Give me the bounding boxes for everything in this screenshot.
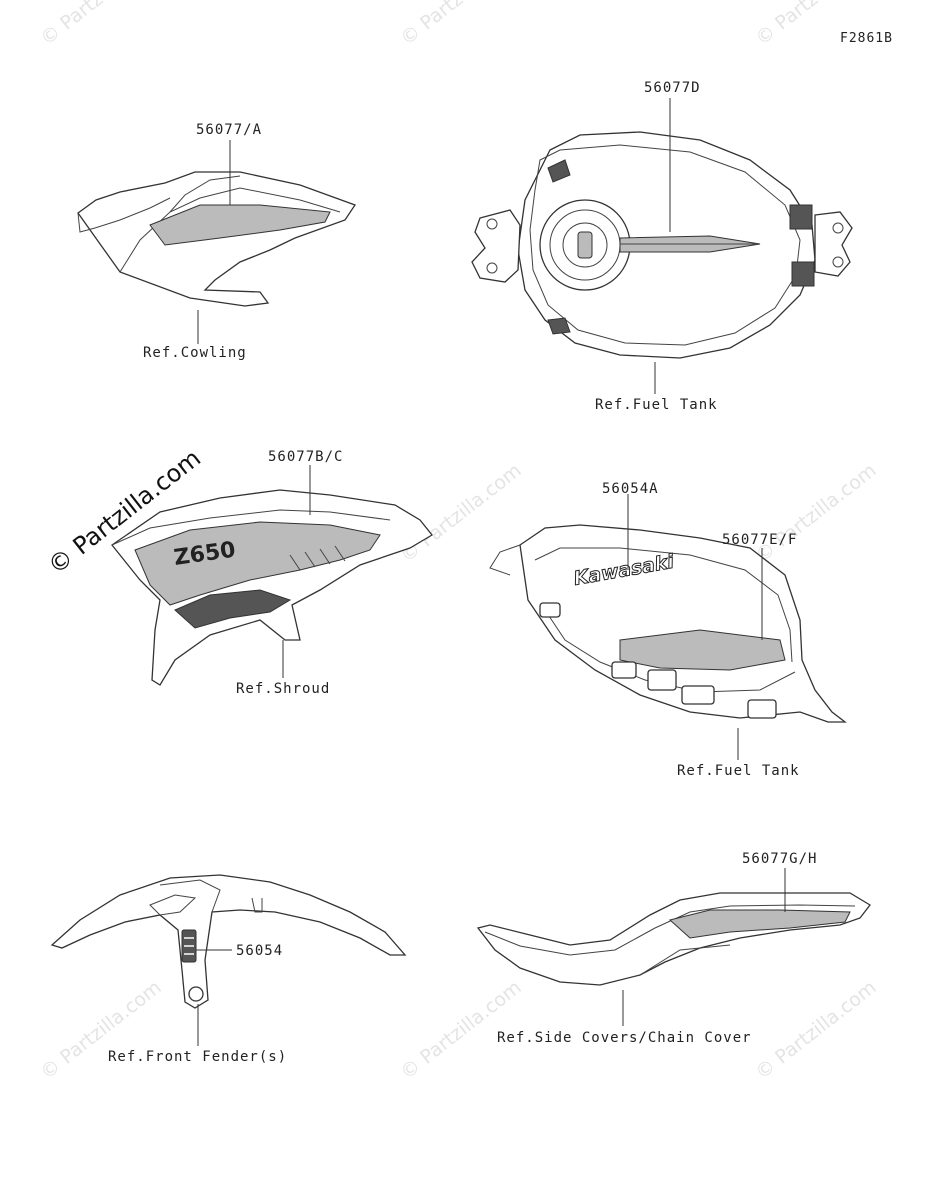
cowling-part-number[interactable]: 56077/A <box>196 122 263 138</box>
shroud-part-drawing[interactable]: Z650 <box>111 465 433 686</box>
side-cover-drawing[interactable] <box>476 868 871 1026</box>
fuel-tank-top-drawing[interactable] <box>471 98 853 394</box>
shroud-ref-label: Ref.Shroud <box>236 681 331 697</box>
cowling-part-drawing[interactable] <box>77 140 356 344</box>
front-fender-drawing[interactable] <box>50 874 407 1046</box>
tank-top-ref-label: Ref.Fuel Tank <box>595 397 718 413</box>
tank-side-part-number-a[interactable]: 56054A <box>602 481 659 497</box>
tank-top-part-number[interactable]: 56077D <box>644 80 701 96</box>
figure-code: F2861B <box>840 31 893 46</box>
cowling-ref-label: Ref.Cowling <box>143 345 247 361</box>
fender-ref-label: Ref.Front Fender(s) <box>108 1049 288 1065</box>
fuel-tank-side-drawing[interactable]: Kawasaki <box>489 494 847 760</box>
fender-part-number[interactable]: 56054 <box>236 943 284 959</box>
tank-side-ref-label: Ref.Fuel Tank <box>677 763 800 779</box>
sidecover-part-number[interactable]: 56077G/H <box>742 851 818 867</box>
sidecover-ref-label: Ref.Side Covers/Chain Cover <box>497 1030 752 1046</box>
tank-side-part-number-b[interactable]: 56077E/F <box>722 532 798 548</box>
shroud-part-number[interactable]: 56077B/C <box>268 449 344 465</box>
